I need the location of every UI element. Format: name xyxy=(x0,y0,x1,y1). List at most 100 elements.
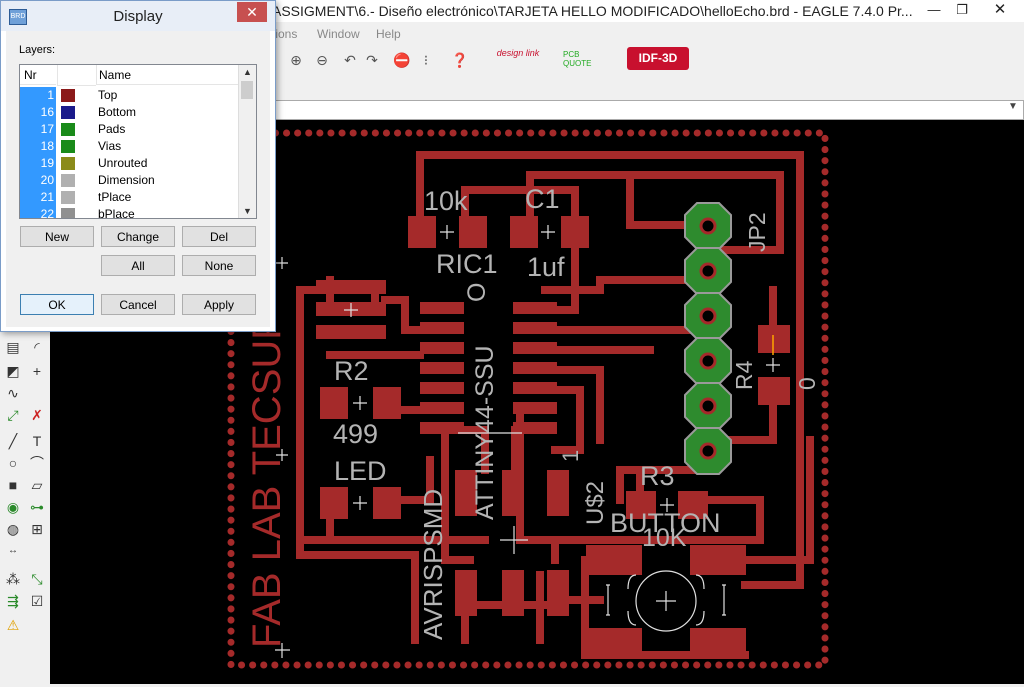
component-origins xyxy=(275,225,780,658)
zoom-in-icon[interactable]: ⊕ xyxy=(290,52,302,68)
layer-name: Unrouted xyxy=(98,156,148,170)
maximize-button[interactable]: ❐ xyxy=(956,2,968,17)
help-icon[interactable]: ❓ xyxy=(451,52,469,68)
none-button[interactable]: None xyxy=(182,255,256,276)
ok-button[interactable]: OK xyxy=(20,294,94,315)
layer-name: Top xyxy=(98,88,118,102)
column-header-nr[interactable]: Nr xyxy=(20,65,56,85)
stop-icon[interactable]: ⛔ xyxy=(393,52,411,68)
jp2-drill-holes xyxy=(699,217,717,460)
label-ric1: RIC1 xyxy=(436,249,498,279)
go-icon[interactable]: ⁝ xyxy=(423,52,429,68)
warning-icon[interactable]: ⚠ xyxy=(6,617,20,633)
rect-tool-icon[interactable]: ■ xyxy=(8,477,18,493)
scroll-down-icon[interactable]: ▼ xyxy=(243,206,252,216)
menu-help[interactable]: Help xyxy=(376,27,401,41)
dialog-title-bar: BRD Display ✕ xyxy=(1,1,275,31)
signal-tool-icon[interactable]: ⊶ xyxy=(30,499,44,515)
ratsnest-tool-icon[interactable]: ⁂ xyxy=(6,571,20,587)
layer-name: Bottom xyxy=(98,105,137,119)
layer-color-swatch xyxy=(61,157,75,170)
label-button: BUTTON xyxy=(610,508,721,538)
dialog-title: Display xyxy=(113,8,163,25)
layer-name: Dimension xyxy=(98,173,155,187)
label-attiny: ATTINY44-SSU xyxy=(471,345,499,520)
redo-icon[interactable]: ↷ xyxy=(366,52,378,68)
scroll-up-icon[interactable]: ▲ xyxy=(243,67,252,77)
chevron-down-icon[interactable]: ▼ xyxy=(1008,101,1018,112)
cancel-button[interactable]: Cancel xyxy=(101,294,175,315)
layer-list-scrollbar[interactable]: ▲ ▼ xyxy=(238,65,256,218)
drc-tool-icon[interactable]: ☑ xyxy=(30,593,44,609)
text-tool-icon[interactable]: T xyxy=(32,433,42,449)
label-r3-10k: 10K xyxy=(642,524,687,552)
menu-window[interactable]: Window xyxy=(317,27,360,41)
pcb-layout: 10k C1 RIC1 1uf R2 499 LED R3 BUTTON 10K… xyxy=(227,129,829,669)
miter-tool-icon[interactable]: ◜ xyxy=(34,339,40,355)
pcb-quote-logo[interactable]: PCB QUOTE xyxy=(563,50,592,68)
attribute-tool-icon[interactable]: ⊞ xyxy=(31,521,43,537)
split-tool-icon[interactable]: ◩ xyxy=(6,363,20,379)
route-tool-icon[interactable]: ⤢ xyxy=(7,407,19,423)
meander-tool-icon[interactable]: ∿ xyxy=(7,385,19,401)
label-ic-o: O xyxy=(463,283,491,302)
label-fablab: FAB LAB TECSUP xyxy=(245,313,289,648)
all-button[interactable]: All xyxy=(101,255,175,276)
layer-number: 1 xyxy=(20,87,56,104)
undo-icon[interactable]: ↶ xyxy=(344,52,356,68)
wire-tool-icon[interactable]: ╱ xyxy=(8,433,18,449)
scroll-thumb[interactable] xyxy=(241,81,253,99)
close-window-button[interactable]: ✕ xyxy=(976,0,1024,20)
column-header-name[interactable]: Name xyxy=(96,65,238,85)
cross-tool-icon[interactable]: + xyxy=(32,363,42,379)
copy-tool-icon[interactable]: ▤ xyxy=(6,339,20,355)
label-pin-1: 1 xyxy=(558,450,583,462)
arc-tool-icon[interactable]: ⌒ xyxy=(30,455,44,471)
apply-button[interactable]: Apply xyxy=(182,294,256,315)
new-button[interactable]: New xyxy=(20,226,94,247)
toolbar: ⊕ ⊖ ↶ ↷ ⛔ ⁝ ❓ xyxy=(270,46,1024,74)
jp2-header-pads xyxy=(684,202,732,475)
label-499: 499 xyxy=(333,419,378,449)
optimize-tool-icon[interactable]: ⇶ xyxy=(7,593,19,609)
menu-bar: tions Window Help xyxy=(270,24,1024,44)
label-jp2: JP2 xyxy=(744,212,770,252)
label-us2: U$2 xyxy=(582,481,609,525)
del-button[interactable]: Del xyxy=(182,226,256,247)
layer-number: 21 xyxy=(20,189,56,206)
layer-row[interactable]: 1 Top xyxy=(20,87,238,104)
polygon-tool-icon[interactable]: ▱ xyxy=(31,477,43,493)
smd-pads xyxy=(316,216,790,658)
zoom-select-icon[interactable]: ⊖ xyxy=(316,52,328,68)
minimize-button[interactable]: — xyxy=(927,2,941,17)
tool-palette: ▤ ◜ ◩ + ∿ ⤢ ✗ ╱ T ○ ⌒ ■ ▱ ◉ ⊶ ◍ ⊞ ↔ ⁂ ⤡ … xyxy=(0,330,50,686)
layer-name: bPlace xyxy=(98,207,135,219)
board-outline xyxy=(227,129,829,669)
autorouter-tool-icon[interactable]: ⤡ xyxy=(31,571,43,587)
label-zero: 0 xyxy=(794,377,820,390)
idf-3d-button[interactable]: IDF-3D xyxy=(627,47,689,70)
via-tool-icon[interactable]: ◉ xyxy=(6,499,20,515)
layer-color-swatch xyxy=(61,106,75,119)
change-button[interactable]: Change xyxy=(101,226,175,247)
column-header-color[interactable] xyxy=(57,65,96,86)
command-line-input[interactable] xyxy=(270,100,1024,120)
designlink-logo[interactable]: design link xyxy=(496,48,540,58)
label-r3: R3 xyxy=(640,461,675,491)
layer-color-swatch xyxy=(61,89,75,102)
silkscreen-labels: 10k C1 RIC1 1uf R2 499 LED R3 BUTTON 10K… xyxy=(245,184,820,648)
dialog-close-button[interactable]: ✕ xyxy=(237,2,267,22)
ripup-tool-icon[interactable]: ✗ xyxy=(31,407,43,423)
dimension-tool-icon[interactable]: ↔ xyxy=(8,545,18,556)
hole-tool-icon[interactable]: ◍ xyxy=(6,521,20,537)
menu-options[interactable]: tions xyxy=(272,27,298,41)
circle-tool-icon[interactable]: ○ xyxy=(8,455,18,471)
